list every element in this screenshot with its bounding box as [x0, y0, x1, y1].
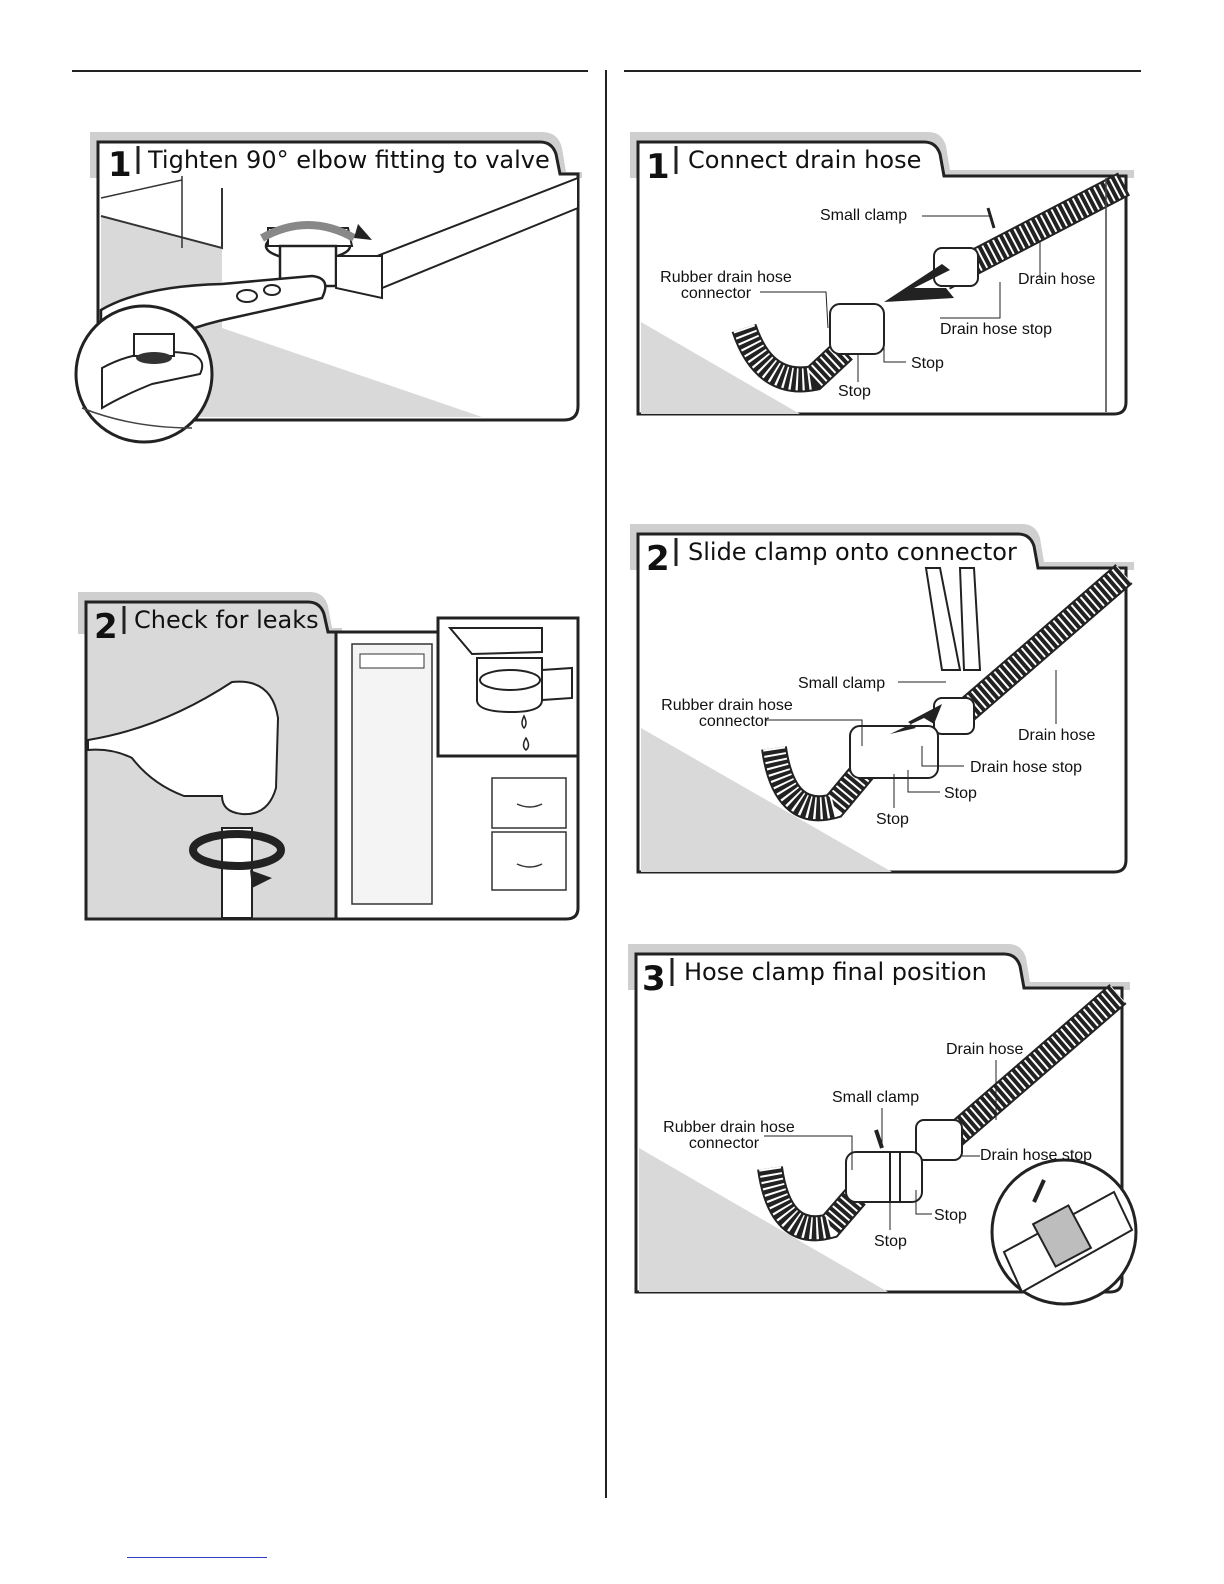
label-rubber-connector: connector: [699, 713, 770, 730]
left-header-rule: [72, 70, 588, 72]
step-title: Tighten 90° elbow fitting to valve: [147, 146, 550, 174]
label-rubber-connector: Rubber drain hose: [660, 269, 792, 286]
step-title: Connect drain hose: [688, 146, 921, 174]
step-title: Hose clamp final position: [684, 958, 987, 986]
label-stop: Stop: [934, 1207, 967, 1224]
step-number-1: 1: [646, 147, 670, 187]
column-divider: [605, 70, 607, 1498]
step-number-1: 1: [108, 145, 132, 185]
label-drain-hose-stop: Drain hose stop: [970, 759, 1082, 776]
figure-check-leaks: 2 Check for leaks: [72, 588, 592, 928]
right-header-rule: [624, 70, 1141, 72]
label-drain-hose: Drain hose: [1018, 271, 1095, 288]
step-number-2: 2: [94, 607, 118, 647]
label-drain-hose-stop: Drain hose stop: [940, 321, 1052, 338]
label-stop: Stop: [876, 811, 909, 828]
label-small-clamp: Small clamp: [820, 207, 907, 224]
label-drain-hose: Drain hose: [946, 1041, 1023, 1058]
label-stop: Stop: [911, 355, 944, 372]
label-drain-hose: Drain hose: [1018, 727, 1095, 744]
figure-tighten-elbow: 1 Tighten 90° elbow fitting to valve: [72, 128, 592, 448]
label-rubber-connector: connector: [689, 1135, 760, 1152]
label-rubber-connector: Rubber drain hose: [661, 697, 793, 714]
label-drain-hose-stop: Drain hose stop: [980, 1147, 1092, 1164]
figure-slide-clamp: Small clamp Rubber drain hose connector …: [624, 520, 1144, 880]
label-rubber-connector: connector: [681, 285, 752, 302]
step-number-2: 2: [646, 539, 670, 579]
figure-hose-clamp-final: Drain hose Small clamp Rubber drain hose…: [624, 940, 1144, 1320]
step-title: Check for leaks: [134, 606, 319, 634]
label-stop: Stop: [944, 785, 977, 802]
label-small-clamp: Small clamp: [798, 675, 885, 692]
label-rubber-connector: Rubber drain hose: [663, 1119, 795, 1136]
footer-link-underline[interactable]: [127, 1557, 267, 1558]
label-stop: Stop: [874, 1233, 907, 1250]
label-stop: Stop: [838, 383, 871, 400]
step-title: Slide clamp onto connector: [688, 538, 1017, 566]
step-number-3: 3: [642, 959, 666, 999]
figure-connect-drain-hose: Small clamp Rubber drain hose connector …: [624, 128, 1144, 428]
label-small-clamp: Small clamp: [832, 1089, 919, 1106]
